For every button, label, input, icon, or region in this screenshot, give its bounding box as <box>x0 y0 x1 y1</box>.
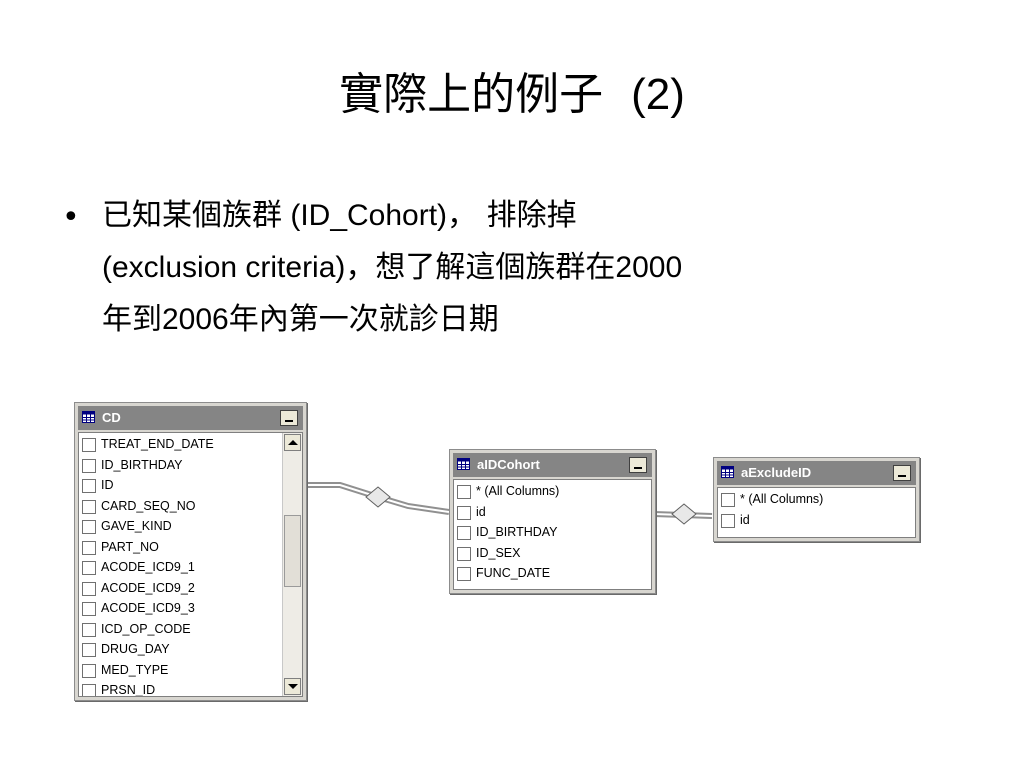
column-name: id <box>740 512 750 527</box>
column-checkbox[interactable] <box>457 485 471 499</box>
bullet-list: • 已知某個族群 (ID_Cohort)， 排除掉(exclusion crit… <box>62 190 982 347</box>
table-title: CD <box>102 410 121 425</box>
column-row[interactable]: * (All Columns) <box>718 490 915 511</box>
scroll-down-icon[interactable] <box>284 678 301 695</box>
column-checkbox[interactable] <box>82 581 96 596</box>
column-name: PART_NO <box>101 539 159 554</box>
column-name: ACODE_ICD9_3 <box>101 601 195 615</box>
minimize-icon[interactable] <box>280 410 298 426</box>
column-row[interactable]: ID_BIRTHDAY <box>454 523 651 544</box>
slide-title-number: (2) <box>631 70 685 119</box>
column-row[interactable]: ACODE_ICD9_2 <box>79 579 283 600</box>
column-checkbox[interactable] <box>457 526 471 540</box>
column-name: id <box>476 504 486 519</box>
slide-title-text: 實際上的例子 <box>339 69 604 120</box>
column-checkbox[interactable] <box>82 458 96 473</box>
column-checkbox[interactable] <box>82 499 96 514</box>
column-checkbox[interactable] <box>457 567 471 581</box>
column-name: FUNC_DATE <box>476 566 551 580</box>
column-checkbox[interactable] <box>82 438 96 452</box>
column-row[interactable]: * (All Columns) <box>454 482 651 503</box>
column-name: ACODE_ICD9_2 <box>101 580 195 595</box>
column-name: CARD_SEQ_NO <box>101 498 196 513</box>
table-grid-icon <box>82 411 95 423</box>
column-name: ACODE_ICD9_1 <box>101 560 195 574</box>
column-checkbox[interactable] <box>721 513 735 528</box>
column-checkbox[interactable] <box>82 602 96 616</box>
column-row[interactable]: ACODE_ICD9_1 <box>79 558 283 579</box>
column-row[interactable]: PRSN_ID <box>79 681 283 697</box>
column-name: DRUG_DAY <box>101 642 170 656</box>
column-row[interactable]: ID_BIRTHDAY <box>79 456 283 477</box>
column-rows: TREAT_END_DATE ID_BIRTHDAY ID CARD_SEQ_NO GA… <box>79 435 283 697</box>
column-row[interactable]: ICD_OP_CODE <box>79 620 283 641</box>
table-window-aexcludeid[interactable]: aExcludeID * (All Columns) id <box>713 457 920 542</box>
column-name: PRSN_ID <box>101 683 156 697</box>
column-checkbox[interactable] <box>82 622 96 637</box>
minimize-icon[interactable] <box>893 465 911 481</box>
join-diamond-icon <box>365 486 391 508</box>
column-name: ID_BIRTHDAY <box>476 525 558 539</box>
window-title-bar[interactable]: aExcludeID <box>717 461 916 485</box>
column-checkbox[interactable] <box>457 505 471 520</box>
join-diamond-icon <box>671 503 697 525</box>
column-checkbox[interactable] <box>721 493 735 507</box>
column-row[interactable]: id <box>454 503 651 524</box>
table-window-cd[interactable]: CD TREAT_END_DATE ID_BIRTHDAY ID CARD_SEQ_N… <box>74 402 307 701</box>
column-row[interactable]: MED_TYPE <box>79 661 283 682</box>
column-row[interactable]: ID <box>79 476 283 497</box>
column-checkbox[interactable] <box>82 643 96 657</box>
scroll-thumb[interactable] <box>284 515 301 587</box>
table-grid-icon <box>721 466 734 478</box>
column-checkbox[interactable] <box>82 663 96 678</box>
column-checkbox[interactable] <box>82 540 96 555</box>
column-name: ID_SEX <box>476 545 521 560</box>
column-name: GAVE_KIND <box>101 519 172 533</box>
column-name: MED_TYPE <box>101 662 169 677</box>
column-row[interactable]: GAVE_KIND <box>79 517 283 538</box>
column-row[interactable]: CARD_SEQ_NO <box>79 497 283 518</box>
column-name: ID_BIRTHDAY <box>101 457 183 472</box>
column-row[interactable]: DRUG_DAY <box>79 640 283 661</box>
column-rows: * (All Columns) id <box>718 490 915 531</box>
window-title-bar[interactable]: CD <box>78 406 303 430</box>
column-checkbox[interactable] <box>82 479 96 493</box>
column-row[interactable]: id <box>718 511 915 532</box>
bullet-item: 已知某個族群 (ID_Cohort)， 排除掉(exclusion criter… <box>102 198 683 338</box>
column-name: * (All Columns) <box>740 492 824 506</box>
table-title: aIDCohort <box>477 457 540 472</box>
minimize-icon[interactable] <box>629 457 647 473</box>
column-row[interactable]: TREAT_END_DATE <box>79 435 283 456</box>
scroll-up-icon[interactable] <box>284 434 301 451</box>
column-checkbox[interactable] <box>82 520 96 534</box>
vertical-scrollbar[interactable] <box>282 433 302 696</box>
column-name: ID <box>101 478 114 492</box>
column-row[interactable]: PART_NO <box>79 538 283 559</box>
table-grid-icon <box>457 458 470 470</box>
bullet-dot: • <box>62 200 80 235</box>
column-row[interactable]: ID_SEX <box>454 544 651 565</box>
column-name: ICD_OP_CODE <box>101 621 191 636</box>
column-list: * (All Columns) id <box>717 487 916 538</box>
window-title-bar[interactable]: aIDCohort <box>453 453 652 477</box>
column-name: * (All Columns) <box>476 484 560 498</box>
column-checkbox[interactable] <box>82 561 96 575</box>
column-row[interactable]: ACODE_ICD9_3 <box>79 599 283 620</box>
column-name: TREAT_END_DATE <box>101 437 214 451</box>
column-checkbox[interactable] <box>457 546 471 561</box>
slide-title: 實際上的例子 (2) <box>0 58 1024 122</box>
column-row[interactable]: FUNC_DATE <box>454 564 651 585</box>
column-list: TREAT_END_DATE ID_BIRTHDAY ID CARD_SEQ_NO GA… <box>78 432 303 697</box>
table-title: aExcludeID <box>741 465 812 480</box>
column-checkbox[interactable] <box>82 684 96 696</box>
